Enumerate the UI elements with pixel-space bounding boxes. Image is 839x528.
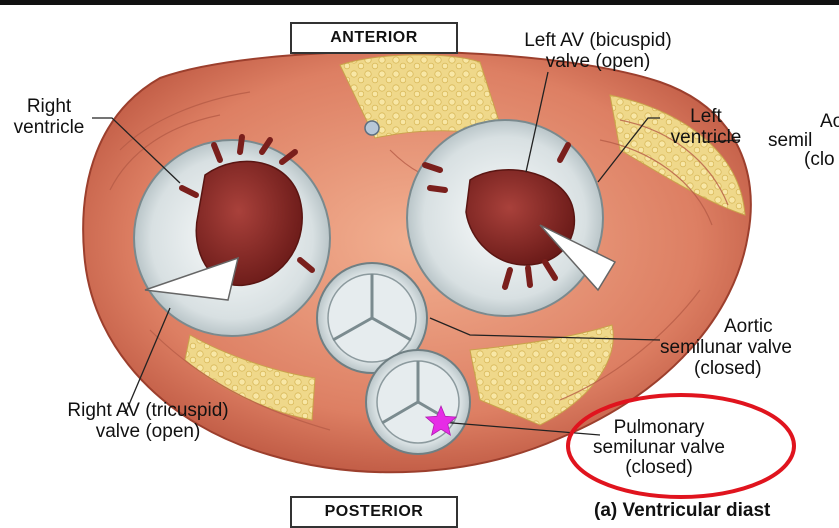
coronary-vessel: [365, 121, 379, 135]
label-line: (closed): [660, 358, 839, 379]
label-line: valve (open): [488, 51, 708, 72]
right-ventricle-label: Right ventricle: [6, 96, 92, 138]
label-line: (clo: [764, 150, 839, 169]
posterior-label: POSTERIOR: [290, 496, 458, 528]
label-line: Right AV (tricuspid): [30, 400, 266, 421]
label-line: Left: [658, 106, 754, 127]
figure-caption: (a) Ventricular diast: [594, 500, 770, 522]
anterior-label: ANTERIOR: [290, 22, 458, 54]
aortic-valve-label: Aortic semilunar valve (closed): [660, 316, 839, 379]
pulmonary-valve-label: Pulmonary semilunar valve (closed): [574, 418, 744, 478]
aortic-valve-cutoff-label: Ao semil (clo: [764, 112, 839, 169]
left-ventricle-label: Left ventricle: [658, 106, 754, 148]
label-line: valve (open): [30, 421, 266, 442]
right-av-valve-label: Right AV (tricuspid) valve (open): [30, 400, 266, 442]
label-line: Aortic: [660, 316, 839, 337]
label-line: Ao: [764, 112, 839, 131]
left-av-valve-label: Left AV (bicuspid) valve (open): [488, 30, 708, 72]
label-line: (closed): [574, 458, 744, 478]
label-line: semilunar valve: [574, 438, 744, 458]
label-line: semilunar valve: [660, 337, 839, 358]
label-line: ventricle: [658, 127, 754, 148]
label-line: semil: [764, 131, 839, 150]
label-line: ventricle: [6, 117, 92, 138]
label-line: Pulmonary: [574, 418, 744, 438]
label-line: Right: [6, 96, 92, 117]
pulmonary-valve: [366, 350, 470, 454]
label-line: Left AV (bicuspid): [488, 30, 708, 51]
